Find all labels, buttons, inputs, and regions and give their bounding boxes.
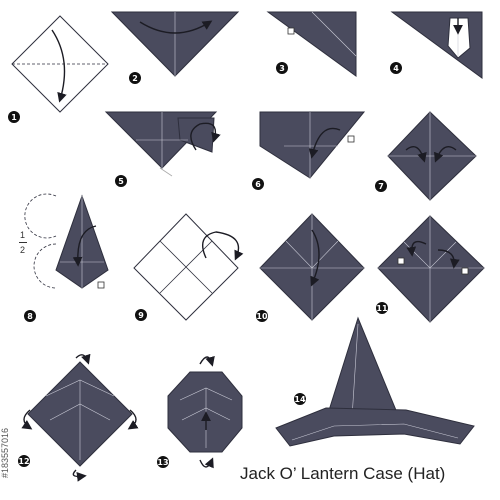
step-2-badge: 2 (129, 72, 141, 84)
step-6-number: 6 (255, 180, 261, 189)
step-2-diagram (110, 11, 240, 77)
step-7-diagram (387, 111, 477, 201)
step-8-number: 8 (27, 312, 33, 321)
step-14-number: 14 (294, 395, 306, 404)
step-12-badge: 12 (18, 455, 30, 467)
step-1-diagram (11, 15, 109, 113)
step-9-number: 9 (138, 311, 144, 320)
fraction-denominator: 2 (20, 245, 26, 255)
step-10-diagram (259, 213, 365, 321)
step-3-badge: 3 (276, 62, 288, 74)
step-8-badge: 8 (24, 310, 36, 322)
step-4-diagram (390, 11, 483, 79)
step-3-diagram (266, 11, 357, 77)
step-3-number: 3 (279, 64, 285, 73)
step-6-diagram (259, 111, 366, 179)
step-9-diagram (133, 213, 244, 321)
step-1-badge: 1 (8, 111, 20, 123)
step-5-badge: 5 (115, 175, 127, 187)
step-14-hat (275, 316, 475, 447)
fraction-bar (19, 242, 27, 243)
step-12-diagram (21, 353, 139, 482)
diagram-title: Jack O’ Lantern Case (Hat) (240, 464, 446, 483)
step-10-number: 10 (256, 312, 268, 321)
image-credit: #183557016 (0, 427, 10, 478)
step-11-diagram (377, 215, 485, 323)
step-4-number: 4 (393, 64, 399, 73)
fraction-numerator: 1 (20, 230, 26, 240)
step-2-number: 2 (132, 74, 138, 83)
step-7-badge: 7 (375, 180, 387, 192)
step-1-number: 1 (11, 113, 17, 122)
step-13-badge: 13 (157, 456, 169, 468)
step-9-badge: 9 (135, 309, 147, 321)
step-10-badge: 10 (256, 310, 268, 322)
step-11-number: 11 (376, 304, 388, 313)
step-7-number: 7 (378, 182, 384, 191)
step-13-number: 13 (157, 458, 168, 467)
step-8-diagram (24, 193, 109, 289)
step-13-diagram (167, 355, 243, 469)
step-11-badge: 11 (376, 302, 388, 314)
step-4-badge: 4 (390, 62, 402, 74)
step-5-number: 5 (118, 177, 124, 186)
step-12-number: 12 (18, 457, 29, 466)
step-5-diagram (104, 111, 221, 177)
step-6-badge: 6 (252, 178, 264, 190)
step-14-badge: 14 (294, 393, 306, 405)
